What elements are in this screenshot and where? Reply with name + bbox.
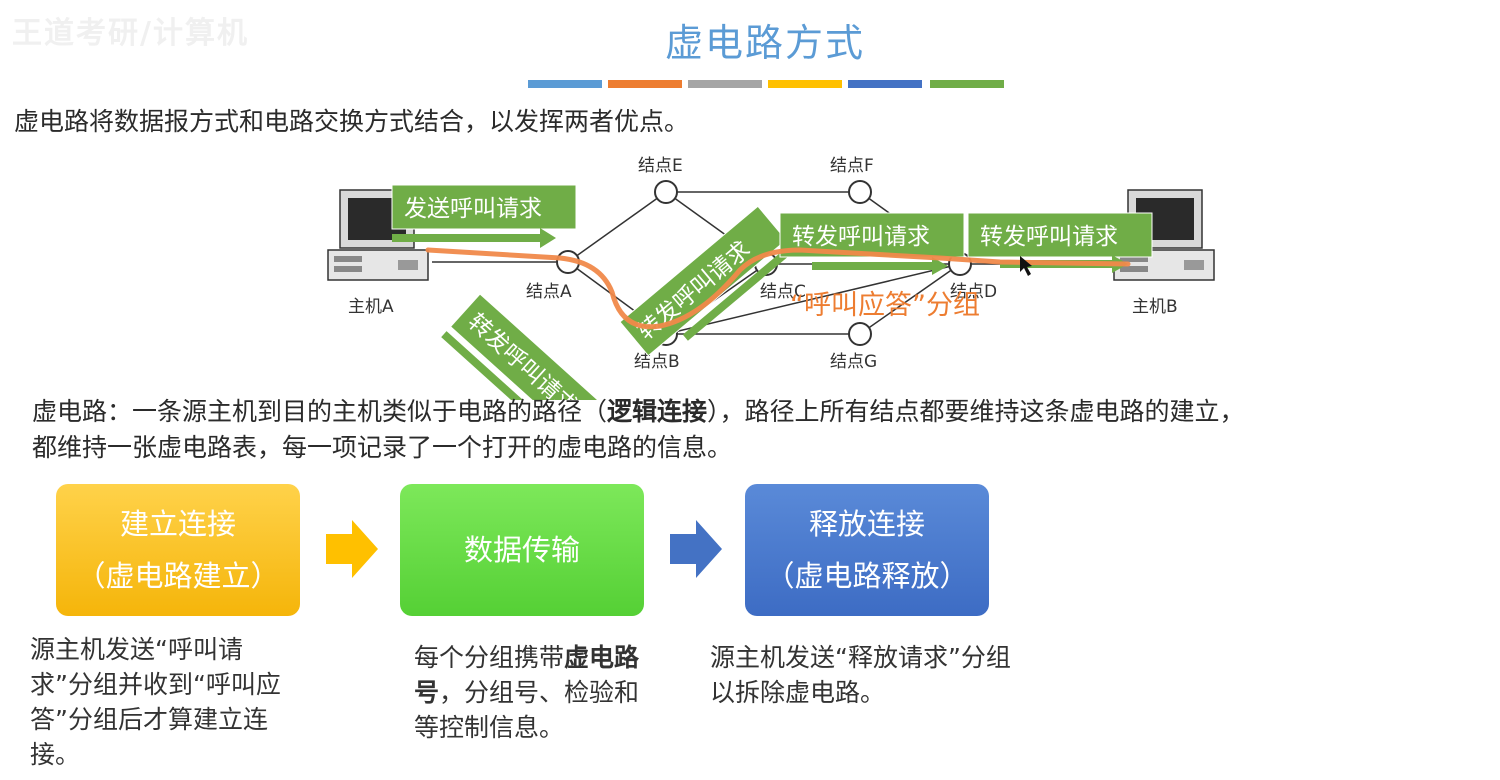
node-d-label: 结点D	[950, 282, 997, 302]
color-bar-4	[768, 80, 842, 88]
arrow-right-icon	[670, 520, 722, 578]
node-c-label: 结点C	[760, 282, 806, 302]
node-a-label: 结点A	[526, 282, 572, 302]
step-release-subtitle: （虚电路释放）	[765, 559, 969, 593]
svg-text:转发呼叫请求: 转发呼叫请求	[980, 224, 1118, 250]
host-a-label: 主机A	[348, 297, 394, 317]
virtual-circuit-path	[425, 247, 1131, 330]
forward-label-3: 转发呼叫请求	[779, 212, 965, 275]
host-b-label: 主机B	[1132, 297, 1178, 317]
node-e-label: 结点E	[638, 156, 683, 176]
color-bar-3	[688, 80, 762, 88]
svg-text:发送呼叫请求: 发送呼叫请求	[404, 196, 542, 222]
description-line-2: 都维持一张虚电路表，每一项记录了一个打开的虚电路的信息。	[32, 433, 733, 462]
color-bar-1	[528, 80, 602, 88]
send-call-label: 发送呼叫请求	[391, 184, 577, 248]
node-e	[654, 180, 678, 204]
call-accept-label: “呼叫应答”分组	[790, 290, 980, 321]
node-f	[848, 180, 872, 204]
arrow-right-icon	[326, 520, 378, 578]
logical-connection-term: 逻辑连接	[607, 397, 708, 426]
svg-text:转发呼叫请求: 转发呼叫请求	[792, 224, 930, 250]
page-title: 虚电路方式	[664, 21, 865, 65]
step-release-box: 释放连接 （虚电路释放）	[745, 484, 989, 616]
node-f-label: 结点F	[830, 156, 874, 176]
virtual-circuit-diagram: 结点E 结点F 结点A 结点C 结点D 结点B 结点G 主机A 主机B 发送呼叫…	[327, 156, 1215, 400]
description-line-1: 虚电路：一条源主机到目的主机类似于电路的路径（逻辑连接），路径上所有结点都要维持…	[32, 397, 1245, 426]
node-g	[848, 322, 872, 346]
intro-text: 虚电路将数据报方式和电路交换方式结合，以发挥两者优点。	[14, 107, 690, 136]
step-transfer-box: 数据传输	[400, 484, 644, 616]
step-establish-box: 建立连接 （虚电路建立）	[56, 484, 300, 616]
node-g-label: 结点G	[830, 352, 877, 372]
virtual-circuit-number-term: 虚电路号	[414, 643, 640, 707]
node-b-label: 结点B	[634, 352, 680, 372]
cursor-icon	[1020, 256, 1032, 276]
color-bar-5	[848, 80, 922, 88]
virtual-circuit-description: 虚电路：一条源主机到目的主机类似于电路的路径（逻辑连接），路径上所有结点都要维持…	[32, 394, 1492, 466]
watermark: 王道考研/计算机	[12, 16, 249, 51]
step-transfer-text: 每个分组携带虚电路号，分组号、检验和等控制信息。	[414, 643, 640, 742]
forward-label-1: 转发呼叫请求	[441, 293, 622, 400]
step-establish-subtitle: （虚电路建立）	[76, 559, 280, 593]
step-transfer-title: 数据传输	[463, 533, 580, 567]
forward-label-4: 转发呼叫请求	[967, 212, 1153, 273]
color-bar-2	[608, 80, 682, 88]
step-release-text: 源主机发送“释放请求”分组以拆除虚电路。	[710, 643, 1011, 707]
color-bar-6	[930, 80, 1004, 88]
step-release-title: 释放连接	[808, 507, 925, 541]
step-establish-title: 建立连接	[119, 507, 236, 541]
step-establish-text: 源主机发送“呼叫请求”分组并收到“呼叫应答”分组后才算建立连接。	[30, 635, 281, 769]
